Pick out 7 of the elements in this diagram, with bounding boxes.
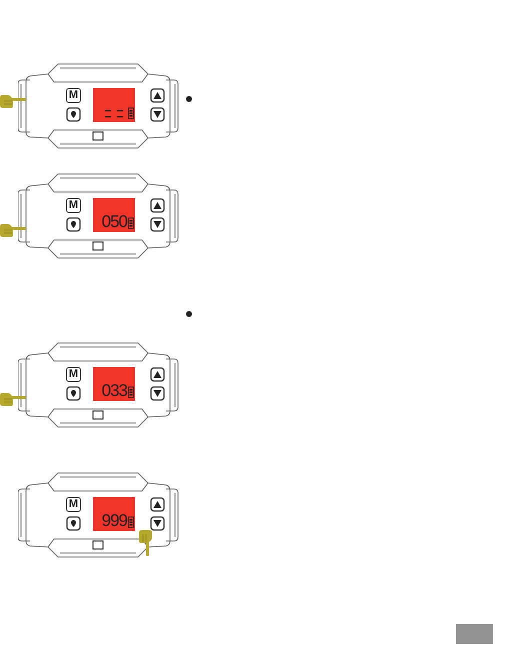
lcd-digits: 050 xyxy=(102,213,127,230)
lcd-digits: 999 xyxy=(102,512,127,529)
mode-button: M xyxy=(66,88,81,103)
lcd-digits: 033 xyxy=(102,382,127,399)
mode-button: M xyxy=(66,367,81,382)
mode-button: M xyxy=(66,497,81,512)
mode-button: M xyxy=(66,198,81,213)
